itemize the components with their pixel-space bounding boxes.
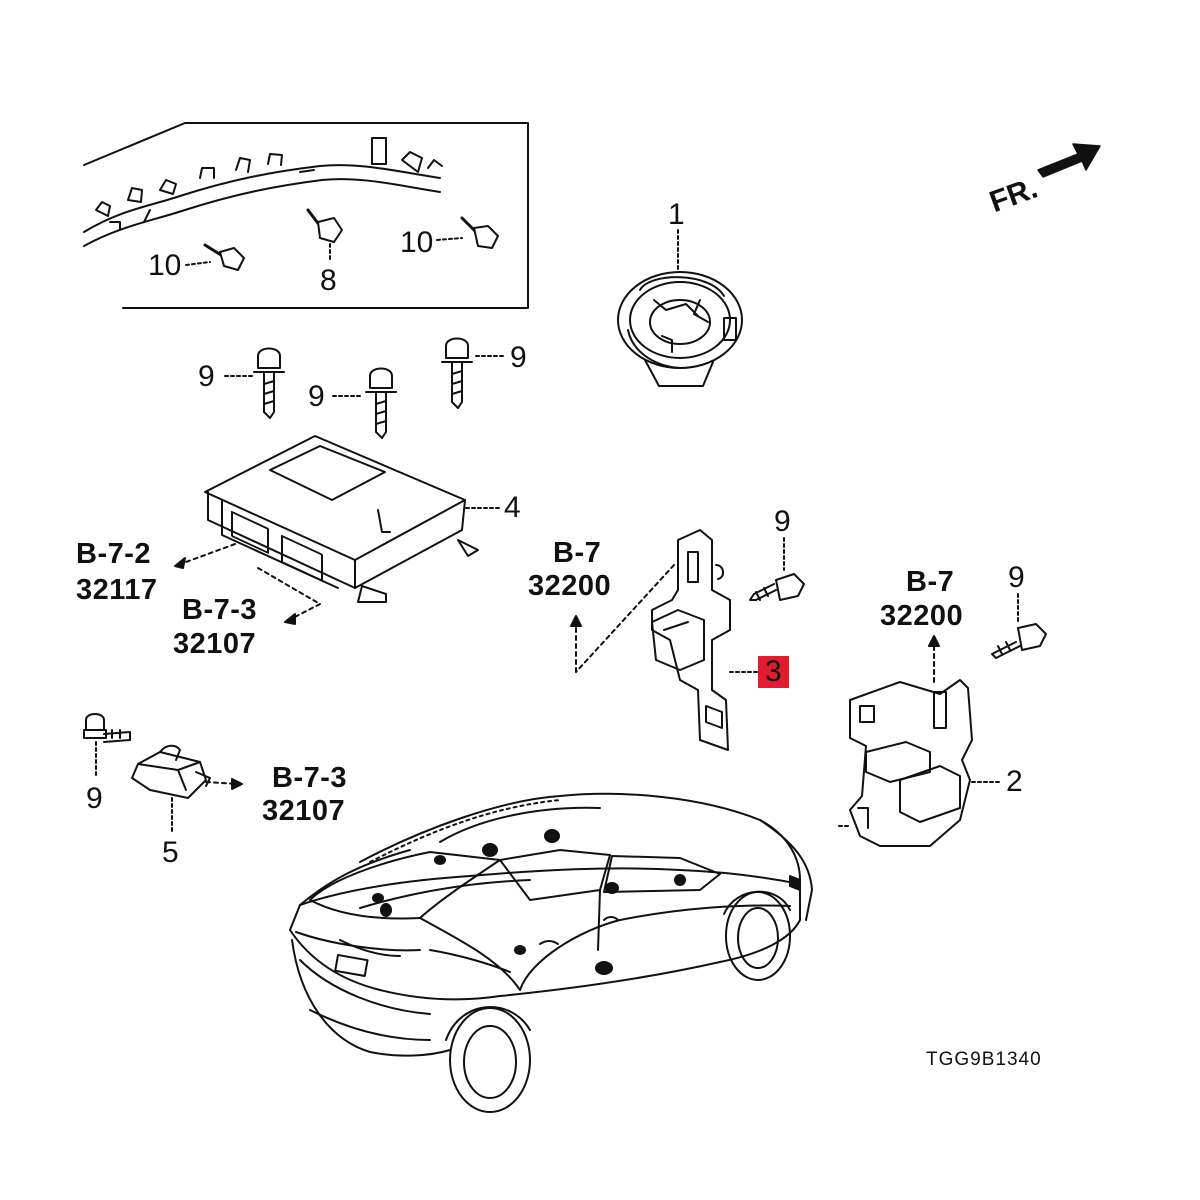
sensor-bracket-2 (835, 635, 1001, 847)
callout-3-highlighted: 3 (758, 656, 789, 688)
diagram-code: TGG9B1340 (926, 1049, 1042, 1070)
bolt-9-b (332, 367, 397, 439)
reference-part-32117: 32117 (76, 574, 158, 606)
callout-9-e: 9 (1008, 561, 1025, 594)
reference-section-b-7-3-sensor: B-7-3 (272, 762, 348, 794)
bolt-10-left (185, 243, 245, 271)
callout-9-a: 9 (198, 360, 215, 393)
srs-wire-harness (83, 137, 443, 247)
reference-section-b-7-right: B-7 (906, 566, 955, 598)
callout-5: 5 (162, 836, 179, 869)
bolt-9-d (749, 537, 805, 601)
sensor-bracket-3 (570, 529, 761, 751)
callout-9-f: 9 (86, 782, 103, 815)
callout-8: 8 (320, 264, 337, 297)
bolt-9-f (83, 713, 131, 779)
harness-inset-frame (83, 122, 529, 309)
callout-10-right: 10 (400, 226, 434, 259)
srs-unit (174, 435, 501, 625)
callout-10-left: 10 (148, 249, 182, 282)
reference-part-32200-right: 32200 (880, 600, 964, 632)
bolt-9-a (224, 347, 285, 419)
bolt-8 (306, 208, 343, 263)
vehicle-outline (289, 792, 813, 1113)
bolt-9-e (991, 593, 1047, 659)
callout-9-d: 9 (774, 505, 791, 538)
bolt-9-c (441, 337, 506, 409)
reference-part-32107-sensor: 32107 (262, 795, 346, 827)
reference-section-b-7-2: B-7-2 (76, 538, 152, 570)
callout-9-b: 9 (308, 380, 325, 413)
reference-section-b-7-3-unit: B-7-3 (182, 594, 258, 626)
reference-section-b-7-left: B-7 (553, 537, 602, 569)
front-arrow-icon (1037, 143, 1101, 178)
bolt-10-right (436, 216, 499, 249)
clock-spring (617, 229, 743, 387)
reference-part-32200-left: 32200 (528, 570, 612, 602)
callout-9-c: 9 (510, 341, 527, 374)
callout-4: 4 (504, 491, 521, 524)
reference-part-32107-unit: 32107 (173, 628, 257, 660)
callout-1: 1 (668, 198, 685, 231)
callout-2: 2 (1006, 765, 1023, 798)
impact-sensor-5 (131, 744, 243, 835)
